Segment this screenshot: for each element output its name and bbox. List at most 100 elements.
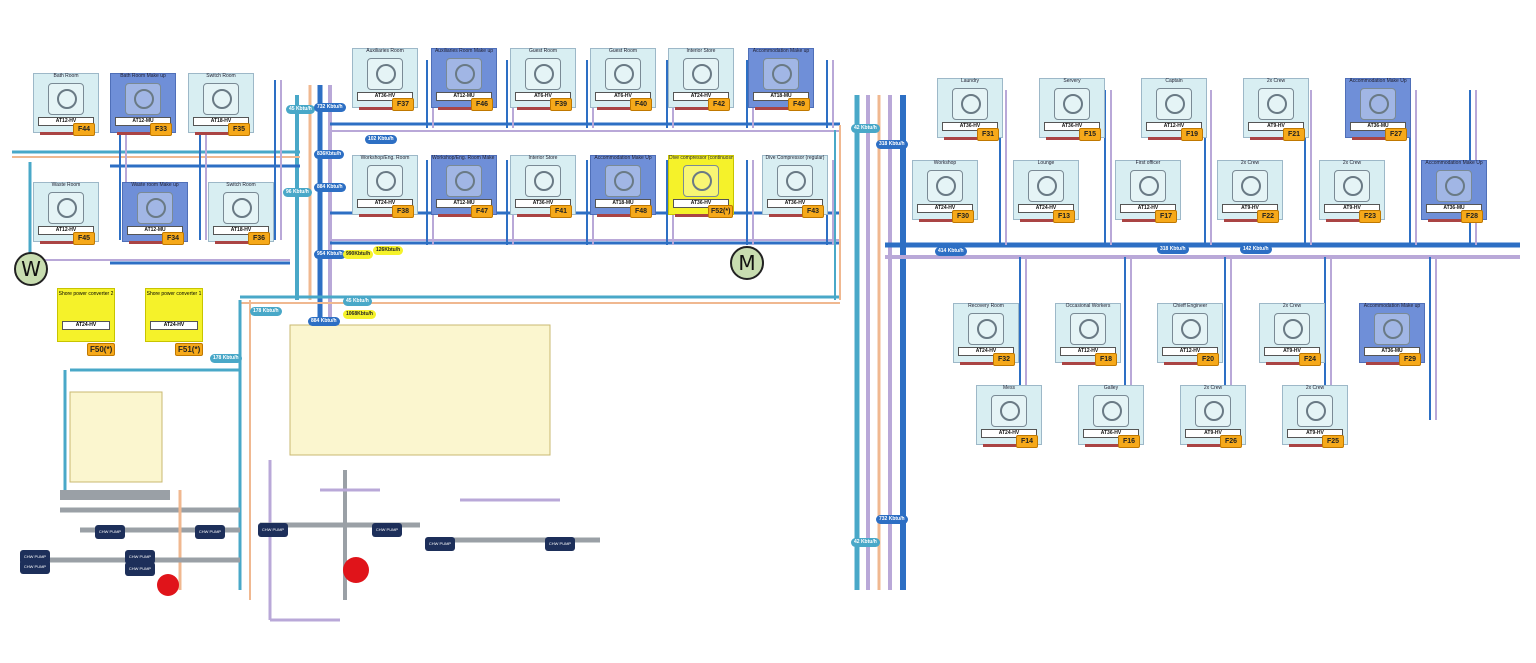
unit-room-label: Mess	[1003, 385, 1015, 391]
unit-tag: F44	[73, 123, 95, 136]
expansion-vessel-icon	[343, 557, 369, 583]
unit-model-label: AT12-HV	[38, 226, 94, 235]
valve-icon	[769, 214, 821, 217]
unit-room-label: Galley	[1103, 385, 1119, 391]
unit-model-label: AT12-HV	[1120, 204, 1176, 213]
unit-tag: F28	[1461, 210, 1483, 223]
unit-model-label: AT36-HV	[515, 199, 571, 208]
fan-icon	[968, 313, 1004, 345]
unit-tag: F30	[952, 210, 974, 223]
unit-room-label: Recovery Room	[968, 303, 1004, 309]
unit-model-label: AT24-HV	[917, 204, 973, 213]
unit-model-label: AT18-HV	[193, 117, 249, 126]
valve-icon	[944, 137, 996, 140]
unit-room-label: Servery	[1063, 78, 1081, 84]
unit-model-label: AT24-HV	[673, 92, 729, 101]
chw-pump[interactable]: CHW PUMP	[125, 550, 155, 564]
unit-room-label: Interior Store	[686, 48, 716, 54]
converter-model: AT24-HV	[62, 321, 110, 330]
valve-icon	[1046, 137, 1098, 140]
fan-icon	[1232, 170, 1268, 202]
chiller-plant-tank	[289, 324, 551, 456]
valve-icon	[195, 132, 247, 135]
chw-pump[interactable]: CHW PUMP	[372, 523, 402, 537]
unit-tag: F13	[1053, 210, 1075, 223]
valve-icon	[1266, 362, 1318, 365]
unit-room-label: Workshop/Eng. Room Make up	[432, 155, 496, 161]
unit-model-label: AT9-HV	[1185, 429, 1241, 438]
unit-room-label: 2x Crew	[1203, 385, 1223, 391]
unit-tag: F52(*)	[708, 205, 734, 218]
fan-icon	[203, 83, 239, 115]
unit-model-label: AT6-HV	[595, 92, 651, 101]
unit-model-label: AT12-MU	[436, 199, 492, 208]
chw-pump[interactable]: CHW PUMP	[545, 537, 575, 551]
unit-model-label: AT24-HV	[958, 347, 1014, 356]
fan-icon	[605, 165, 641, 197]
fan-coil-unit[interactable]: Dive compressor (continuosmente)AT36-HV	[668, 155, 734, 217]
unit-room-label: Accommodation Make up	[752, 48, 810, 54]
valve-icon	[1164, 362, 1216, 365]
unit-model-label: AT12-HV	[1162, 347, 1218, 356]
fan-coil-unit[interactable]: Workshop/Eng. Room Make up AT12-MU	[431, 155, 497, 217]
valve-icon	[960, 362, 1012, 365]
chw-pump[interactable]: CHW PUMP	[425, 537, 455, 551]
valve-icon	[40, 132, 92, 135]
unit-room-label: 2x Crew	[1240, 160, 1260, 166]
valve-icon	[117, 132, 169, 135]
unit-room-label: Captain	[1165, 78, 1183, 84]
unit-tag: F35	[228, 123, 250, 136]
motor-symbol: M	[730, 246, 764, 280]
chw-pump[interactable]: CHW PUMP	[95, 525, 125, 539]
fan-icon	[763, 58, 799, 90]
unit-room-label: Accommodation Make Up	[1425, 160, 1483, 166]
unit-model-label: AT24-HV	[981, 429, 1037, 438]
flow-rate-label: 178 Kbtu/h	[210, 354, 242, 363]
unit-tag: F41	[550, 205, 572, 218]
unit-model-label: AT9-HV	[1264, 347, 1320, 356]
unit-tag: F31	[977, 128, 999, 141]
converter-label: Shore power converter 2	[58, 291, 114, 297]
unit-tag: F18	[1095, 353, 1117, 366]
fan-icon	[1028, 170, 1064, 202]
fan-icon	[1436, 170, 1472, 202]
valve-icon	[597, 214, 649, 217]
unit-room-label: 2x Crew	[1266, 78, 1286, 84]
unit-room-label: Auxiliaries Room Make up	[434, 48, 494, 54]
unit-model-label: AT18-HV	[213, 226, 269, 235]
chw-pump[interactable]: CHW PUMP	[258, 523, 288, 537]
unit-tag: F43	[802, 205, 824, 218]
valve-icon	[40, 241, 92, 244]
unit-tag: F22	[1257, 210, 1279, 223]
chw-pump[interactable]: CHW PUMP	[20, 560, 50, 574]
shore-power-converter[interactable]: Shore power converter 2 AT24-HV	[57, 288, 115, 342]
chw-pump[interactable]: CHW PUMP	[195, 525, 225, 539]
unit-tag: F49	[788, 98, 810, 111]
flow-rate-label: 884 Kbtu/h	[308, 317, 340, 326]
valve-icon	[1428, 219, 1480, 222]
chw-pump[interactable]: CHW PUMP	[125, 562, 155, 576]
unit-model-label: AT18-MU	[595, 199, 651, 208]
fan-icon	[367, 58, 403, 90]
unit-model-label: AT9-HV	[1222, 204, 1278, 213]
unit-model-label: AT9-HV	[1248, 122, 1304, 131]
unit-tag: F48	[630, 205, 652, 218]
unit-room-label: Chieff Engineer	[1172, 303, 1208, 309]
valve-icon	[1289, 444, 1341, 447]
flow-rate-label: 102 Kbtu/h	[365, 135, 397, 144]
unit-tag: F27	[1385, 128, 1407, 141]
